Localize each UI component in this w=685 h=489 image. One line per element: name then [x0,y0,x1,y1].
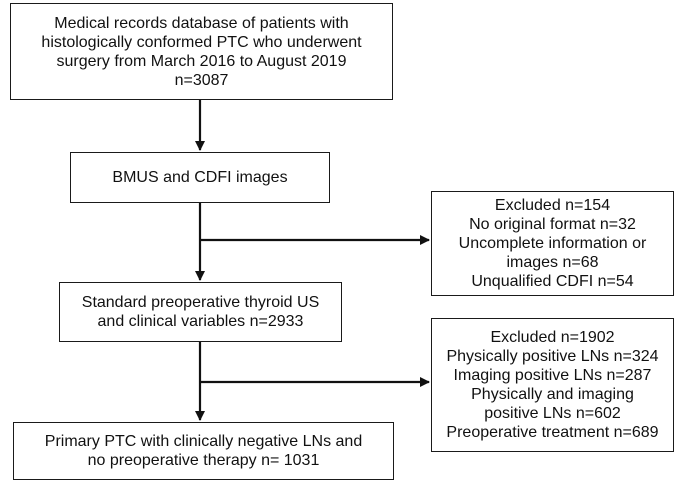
standard-line-1: Standard preoperative thyroid US [81,294,320,311]
excluded-2-line-1: Excluded n=1902 [490,329,615,346]
excluded-box-1: Excluded n=154 No original format n=32 U… [431,191,674,296]
images-line-1: BMUS and CDFI images [112,169,288,186]
primary-box: Primary PTC with clinically negative LNs… [13,422,394,480]
images-box: BMUS and CDFI images [70,152,330,203]
excluded-1-line-5: Unqualified CDFI n=54 [471,273,634,290]
excluded-2-line-4: Physically and imaging [471,386,634,403]
excluded-1-line-1: Excluded n=154 [494,197,611,214]
excluded-1-line-4: images n=68 [506,254,599,271]
excluded-1-line-3: Uncomplete information or [458,235,647,252]
excluded-2-line-3: Imaging positive LNs n=287 [453,367,652,384]
records-line-1: Medical records database of patients wit… [54,14,349,32]
excluded-1-line-2: No original format n=32 [469,216,636,233]
records-line-4: n=3087 [174,71,229,89]
records-line-3: surgery from March 2016 to August 2019 [56,52,347,70]
excluded-2-line-5: positive LNs n=602 [484,405,621,422]
standard-line-2: and clinical variables n=2933 [97,313,304,330]
records-box: Medical records database of patients wit… [10,3,393,100]
primary-line-1: Primary PTC with clinically negative LNs… [44,433,363,450]
records-line-2: histologically conformed PTC who underwe… [41,33,362,51]
standard-box: Standard preoperative thyroid US and cli… [59,282,342,342]
primary-line-2: no preoperative therapy n= 1031 [87,452,320,469]
excluded-2-line-6: Preoperative treatment n=689 [446,424,659,441]
excluded-box-2: Excluded n=1902 Physically positive LNs … [431,318,674,452]
excluded-2-line-2: Physically positive LNs n=324 [446,348,659,365]
